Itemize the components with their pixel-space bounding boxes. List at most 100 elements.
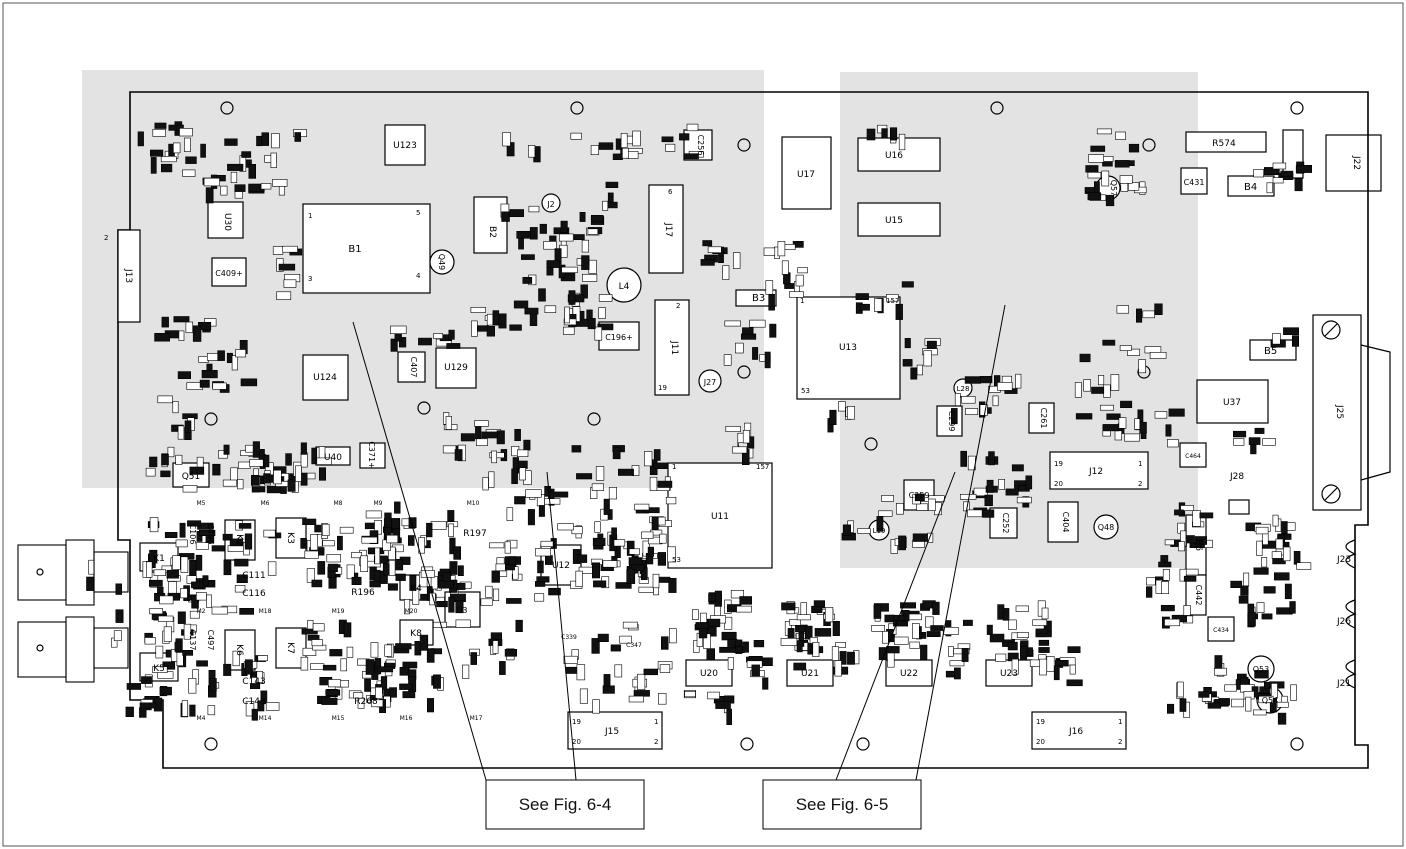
- smd-part: [164, 531, 178, 538]
- smd-part: [587, 318, 596, 330]
- smd-part: [657, 480, 673, 488]
- smd-part: [602, 685, 615, 694]
- smd-part: [686, 123, 699, 132]
- smd-part: [544, 498, 561, 505]
- smd-part: [426, 522, 433, 538]
- smd-part: [1271, 683, 1278, 699]
- smd-part: [706, 618, 721, 628]
- label-c252: C252: [1001, 513, 1010, 534]
- smd-part: [659, 664, 671, 673]
- smd-part: [386, 534, 399, 544]
- leader-right-b: [835, 471, 956, 781]
- smd-part: [161, 453, 169, 466]
- smd-part: [514, 496, 526, 505]
- smd-part: [598, 294, 613, 302]
- smd-part: [592, 537, 606, 547]
- smd-part: [1001, 375, 1013, 384]
- smd-part: [679, 133, 690, 141]
- smd-part: [374, 658, 382, 675]
- smd-part: [581, 255, 590, 270]
- mounting-hole: [36, 644, 44, 652]
- smd-part: [145, 467, 156, 477]
- c407-body: [397, 351, 426, 383]
- smd-part: [1192, 510, 1201, 527]
- smd-part: [660, 636, 669, 650]
- smd-part: [516, 449, 529, 457]
- label-m2: M2: [197, 608, 206, 615]
- smd-part: [1085, 165, 1099, 173]
- pin-b1-4: 4: [416, 272, 421, 280]
- smd-part: [855, 293, 869, 300]
- label-m8: M8: [334, 500, 343, 507]
- smd-part: [881, 495, 894, 502]
- smd-part: [196, 660, 208, 667]
- smd-part: [409, 575, 417, 591]
- smd-part: [495, 563, 506, 572]
- label-r196: R196: [351, 588, 375, 598]
- smd-part: [115, 609, 124, 623]
- smd-part: [311, 447, 318, 465]
- smd-part: [824, 607, 834, 623]
- smd-part: [598, 142, 614, 150]
- smd-part: [271, 133, 280, 149]
- smd-part: [351, 576, 362, 586]
- smd-part: [382, 563, 390, 576]
- edge-connectors: [1345, 539, 1357, 689]
- label-c116: C116: [242, 589, 266, 599]
- smd-part: [1053, 665, 1060, 681]
- c409-body: [211, 257, 247, 287]
- smd-part: [407, 535, 415, 546]
- smd-part: [570, 132, 582, 140]
- u30-body: [207, 201, 244, 239]
- smd-part: [539, 223, 547, 234]
- smd-part: [769, 323, 777, 338]
- smd-part: [621, 147, 629, 159]
- label-j21: J21: [1336, 679, 1351, 689]
- label-q49: Q49: [437, 254, 446, 270]
- smd-part: [567, 294, 585, 303]
- smd-part: [684, 690, 696, 698]
- smd-part: [502, 132, 511, 147]
- smd-part: [1038, 647, 1050, 653]
- smd-part: [327, 563, 338, 572]
- smd-part: [1296, 562, 1312, 570]
- smd-part: [360, 555, 369, 572]
- smd-part: [312, 623, 325, 632]
- smd-part: [1294, 178, 1303, 192]
- mounting-hole: [204, 737, 218, 751]
- smd-part: [591, 483, 604, 491]
- smd-part: [1293, 550, 1301, 565]
- pin-u11-1: 1: [672, 463, 676, 471]
- smd-part: [753, 639, 765, 648]
- smd-part: [304, 550, 319, 559]
- smd-part: [1105, 194, 1115, 207]
- callout-left: See Fig. 6-4: [485, 779, 645, 830]
- smd-part: [751, 664, 760, 677]
- smd-part: [167, 446, 175, 458]
- smd-part: [222, 533, 233, 541]
- smd-part: [318, 467, 326, 481]
- smd-part: [612, 153, 623, 160]
- smd-part: [1101, 170, 1110, 187]
- smd-part: [602, 200, 609, 211]
- smd-part: [1243, 572, 1250, 587]
- smd-part: [189, 559, 197, 576]
- smd-part: [1091, 386, 1105, 394]
- smd-part: [191, 595, 199, 609]
- smd-part: [339, 526, 354, 534]
- smd-part: [1271, 551, 1282, 559]
- label-c431: C431: [1184, 178, 1205, 187]
- smd-part: [154, 122, 167, 129]
- smd-part: [962, 619, 973, 626]
- smd-part: [789, 618, 801, 626]
- smd-part: [206, 594, 212, 608]
- callout-right-text: See Fig. 6-5: [796, 795, 889, 814]
- smd-part: [780, 637, 798, 646]
- smd-part: [592, 699, 600, 714]
- smd-part: [302, 518, 317, 525]
- pin-b1-5: 5: [416, 209, 420, 217]
- label-b6: B6: [1193, 539, 1203, 551]
- b4-body: [1227, 175, 1275, 197]
- smd-part: [163, 626, 172, 642]
- smd-part: [628, 557, 643, 565]
